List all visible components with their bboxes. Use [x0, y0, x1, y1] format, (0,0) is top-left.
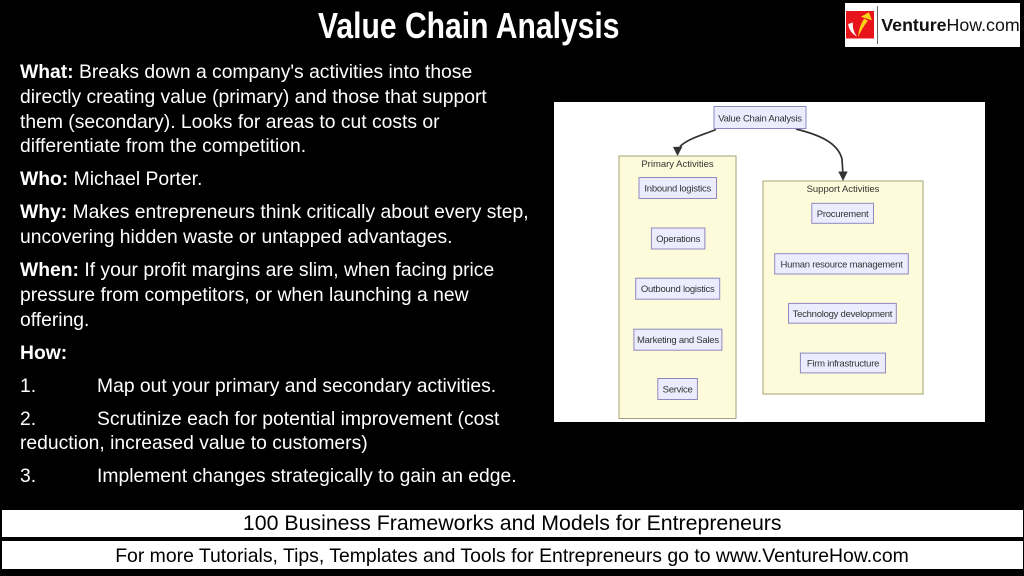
svg-text:Support Activities: Support Activities	[807, 184, 880, 195]
svg-text:Primary Activities: Primary Activities	[641, 159, 714, 170]
svg-text:Outbound logistics: Outbound logistics	[641, 284, 715, 295]
svg-text:Inbound logistics: Inbound logistics	[644, 183, 711, 194]
svg-text:Technology development: Technology development	[793, 308, 893, 319]
svg-text:Firm infrastructure: Firm infrastructure	[807, 358, 879, 369]
svg-text:Operations: Operations	[656, 234, 700, 245]
svg-text:Marketing and Sales: Marketing and Sales	[637, 335, 719, 346]
svg-text:Human resource management: Human resource management	[780, 259, 903, 270]
svg-text:Value Chain Analysis: Value Chain Analysis	[718, 113, 802, 124]
svg-text:Service: Service	[663, 384, 693, 395]
svg-text:Procurement: Procurement	[817, 208, 869, 219]
